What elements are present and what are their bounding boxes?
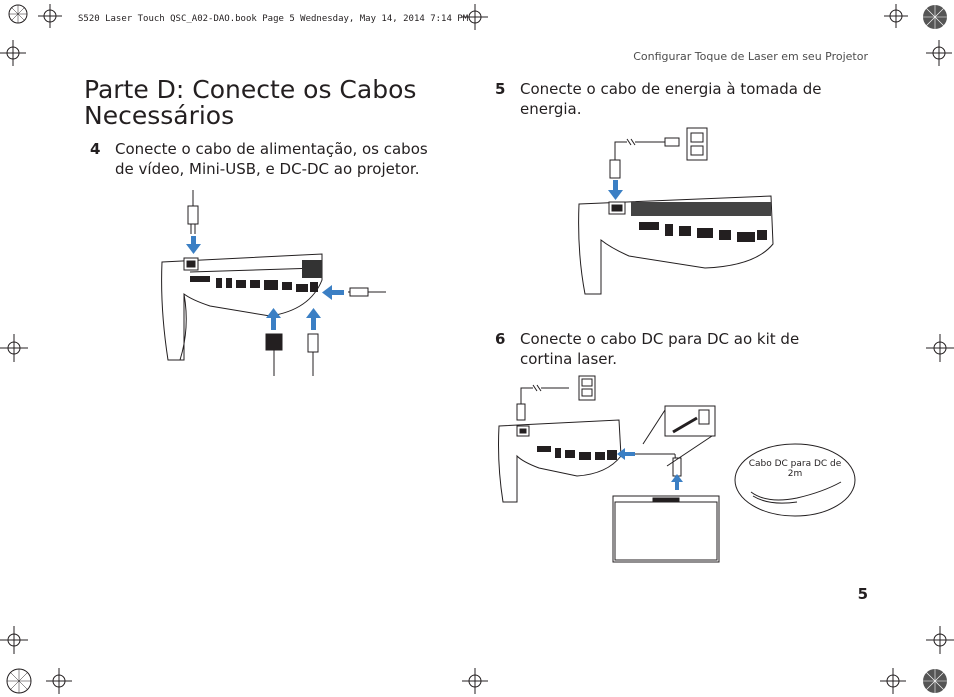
running-head: Configurar Toque de Laser em seu Projeto… <box>633 50 868 63</box>
cable-label-line-1: Cabo DC para DC de <box>749 459 842 469</box>
projector-body <box>578 195 774 295</box>
video-cable <box>265 333 283 376</box>
crosshair-mark-icon <box>926 40 952 66</box>
step-number: 6 <box>495 330 506 348</box>
outlet-icon <box>578 375 596 401</box>
power-cable <box>516 384 569 421</box>
projector-body <box>498 419 622 503</box>
arrow-left-icon <box>322 285 344 300</box>
crosshair-mark-icon <box>462 4 488 30</box>
step-text: Conecte o cabo de alimentação, os cabos … <box>115 139 428 179</box>
step-text-line: cortina laser. <box>520 350 618 368</box>
arrow-up-icon <box>266 308 321 330</box>
step-text-line: energia. <box>520 100 582 118</box>
registration-mark-icon <box>923 669 947 693</box>
crosshair-mark-icon <box>0 40 26 66</box>
port-panel <box>190 260 322 292</box>
step-5: 5 Conecte o cabo de energia à tomada de … <box>495 79 865 121</box>
step-6: 6 Conecte o cabo DC para DC ao kit de co… <box>495 329 865 371</box>
port-panel <box>537 446 617 460</box>
step-text-line: Conecte o cabo de alimentação, os cabos <box>115 140 428 158</box>
laser-curtain-kit <box>612 495 720 563</box>
step-text-line: Conecte o cabo de energia à tomada de <box>520 80 822 98</box>
crosshair-mark-icon <box>0 334 28 362</box>
dc-cable <box>621 453 682 485</box>
print-header: S520 Laser Touch QSC_A02-DAO.book Page 5… <box>78 14 469 24</box>
arrow-down-icon <box>186 236 201 254</box>
cable-label-line-2: 2m <box>788 469 803 479</box>
crosshair-mark-icon <box>880 668 906 694</box>
crosshair-mark-icon <box>46 668 72 694</box>
page-number: 5 <box>857 585 868 603</box>
power-cable <box>187 190 199 234</box>
section-title: Parte D: Conecte os Cabos Necessários <box>84 77 464 129</box>
outlet-icon <box>686 127 708 161</box>
arrow-down-icon <box>608 180 623 200</box>
cable-callout-bubble <box>734 443 856 517</box>
port-panel <box>631 202 771 242</box>
usb-cable <box>307 333 319 376</box>
section-title-line-1: Parte D: Conecte os Cabos <box>84 75 417 104</box>
step-4: 4 Conecte o cabo de alimentação, os cabo… <box>90 139 470 181</box>
step-text: Conecte o cabo DC para DC ao kit de cort… <box>520 329 799 369</box>
registration-mark-icon <box>8 4 28 24</box>
crosshair-mark-icon <box>926 334 954 362</box>
arrow-up-icon <box>671 474 683 490</box>
step-text-line: de vídeo, Mini-USB, e DC-DC ao projetor. <box>115 160 420 178</box>
crosshair-mark-icon <box>38 4 62 28</box>
power-outlet-illustration <box>578 127 774 295</box>
power-cable <box>609 137 680 179</box>
section-title-line-2: Necessários <box>84 101 235 130</box>
step-number: 5 <box>495 80 506 98</box>
crosshair-mark-icon <box>0 626 28 654</box>
registration-mark-icon <box>6 668 32 694</box>
arrow-left-icon <box>617 448 635 460</box>
dc-cable <box>348 287 386 297</box>
dc-laser-curtain-illustration: Cabo DC para DC de 2m <box>498 375 856 563</box>
crosshair-mark-icon <box>884 4 908 28</box>
registration-mark-icon <box>923 5 947 29</box>
projector-body <box>161 253 323 361</box>
step-number: 4 <box>90 140 101 158</box>
crosshair-mark-icon <box>926 626 954 654</box>
step-text-line: Conecte o cabo DC para DC ao kit de <box>520 330 800 348</box>
projector-cables-illustration <box>161 190 386 376</box>
zoom-callout <box>642 405 716 467</box>
step-text: Conecte o cabo de energia à tomada de en… <box>520 79 821 119</box>
crosshair-mark-icon <box>462 668 488 694</box>
